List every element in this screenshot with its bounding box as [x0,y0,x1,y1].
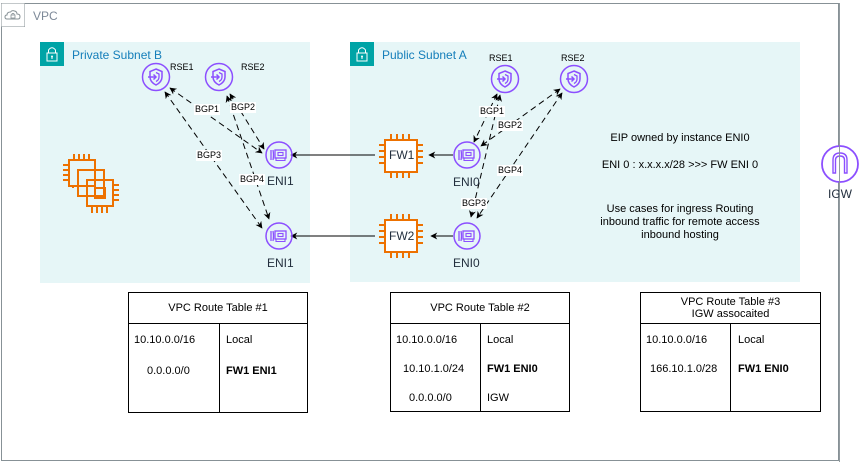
eni-mapping-note: ENI 0 : x.x.x.x/28 >>> FW ENI 0 [601,159,759,171]
rse1-private-icon [141,62,171,92]
route-table-1-title: VPC Route Table #1 [129,293,307,324]
route-table-3-title: VPC Route Table #3 IGW assocaited [641,293,820,324]
eni0-top-label: ENI0 [453,175,480,189]
rse2-private-icon [204,62,234,92]
eni1-bottom-label: ENI1 [267,256,294,270]
route-table-3-title-line-2: IGW assocaited [691,308,770,320]
ec2-instances-icon [63,154,119,213]
eni1-bottom-icon [265,222,293,250]
route-table-2-target: IGW [487,392,509,404]
rse1-public-label: RSE1 [489,53,513,63]
bgp4-private-label: BGP4 [239,174,266,185]
fw2-icon [379,214,423,258]
use-cases-line-1: Use cases for ingress Routing [606,203,754,215]
route-table-1-dest: 0.0.0.0/0 [147,365,190,377]
vpc-container [1,3,839,461]
route-table-3-target: FW1 ENI0 [738,363,789,375]
vpc-right-border [839,3,840,462]
lock-icon [40,42,64,66]
route-table-1: VPC Route Table #1 10.10.0.0/16 Local 0.… [128,292,308,413]
internet-gateway-icon [821,145,859,183]
route-table-3-dest: 166.10.1.0/28 [650,363,718,375]
private-subnet-label: Private Subnet B [72,48,163,62]
route-table-2-dest: 0.0.0.0/0 [409,392,452,404]
vpc-label: VPC [33,9,58,23]
use-cases-line-3: inbound hosting [641,229,719,241]
route-table-2-dest: 10.10.1.0/24 [403,363,465,375]
rse1-public-icon [490,64,520,94]
bgp2-private-label: BGP2 [230,102,257,113]
bgp1-public-line [473,93,498,143]
rse2-public-label: RSE2 [561,53,585,63]
route-table-3: VPC Route Table #3 IGW assocaited 10.10.… [640,292,821,412]
public-subnet-label: Public Subnet A [382,48,467,62]
bgp3-private-label: BGP3 [196,150,223,161]
bgp4-public-label: BGP4 [497,165,524,176]
public-subnet-a [350,42,800,282]
bgp1-private-line [169,87,263,154]
rse1-private-label: RSE1 [170,62,194,72]
bgp2-public-label: BGP2 [497,120,524,131]
route-table-2-title: VPC Route Table #2 [391,293,569,324]
route-table-3-dest: 10.10.0.0/16 [646,334,708,346]
fw1-label: FW1 [389,148,415,162]
route-table-3-title-line-1: VPC Route Table #3 [680,296,781,308]
bgp4-public-line [476,92,563,219]
route-table-2-target: FW1 ENI0 [487,363,538,375]
route-table-2-dest: 10.10.0.0/16 [396,334,458,346]
route-table-1-target: FW1 ENI1 [226,365,277,377]
route-table-2: VPC Route Table #2 10.10.0.0/16 Local 10… [390,292,570,412]
fw1-icon [379,134,423,178]
eni1-top-icon [265,141,293,169]
use-cases-line-2: inbound traffic for remote access [600,216,760,228]
bgp4-private-line [225,95,271,220]
igw-label: IGW [828,187,852,201]
route-table-1-target: Local [226,334,253,346]
eni0-bottom-label: ENI0 [453,256,480,270]
eni1-top-label: ENI1 [267,174,294,188]
cloud-lock-icon [1,3,25,27]
route-table-3-target: Local [738,334,765,346]
lock-icon [350,42,374,66]
eip-note: EIP owned by instance ENI0 [610,132,750,144]
bgp2-public-line [480,88,561,147]
rse2-private-label: RSE2 [241,62,265,72]
bgp1-private-label: BGP1 [194,104,221,115]
eni0-top-icon [453,141,481,169]
use-cases-note: Use cases for ingress Routing inbound tr… [580,203,780,242]
route-table-1-divider [219,323,220,412]
rse2-public-icon [559,64,589,94]
bgp1-public-label: BGP1 [479,106,506,117]
bgp3-public-label: BGP3 [461,198,488,209]
eni0-bottom-icon [453,222,481,250]
fw2-label: FW2 [389,229,415,243]
route-table-3-divider [730,323,731,411]
route-table-1-dest: 10.10.0.0/16 [134,334,196,346]
route-table-2-target: Local [487,334,514,346]
route-table-2-divider [480,323,481,411]
